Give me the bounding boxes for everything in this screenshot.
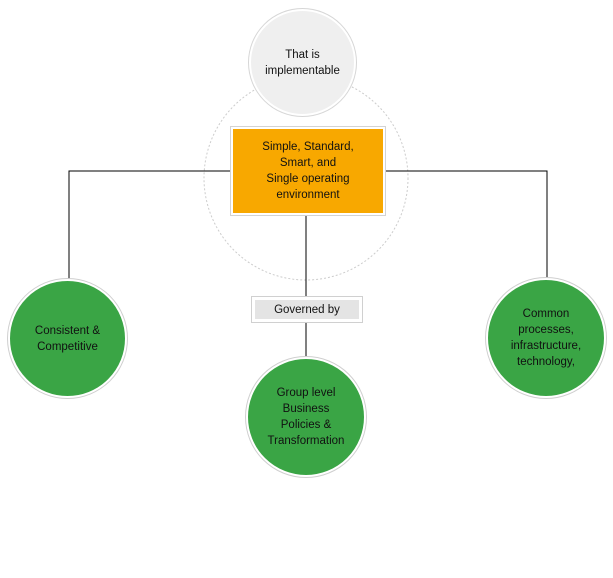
center-node-operating-environment: Simple, Standard, Smart, and Single oper… [231, 127, 385, 215]
top-node-label: That is implementable [265, 48, 340, 77]
top-node-implementable: That is implementable [249, 9, 356, 116]
connector-left [68, 170, 231, 279]
bottom-node-label: Group level Business Policies & Transfor… [267, 387, 345, 447]
governed-by-box: Governed by [252, 297, 362, 322]
center-node-label: Simple, Standard, Smart, and Single oper… [262, 141, 354, 201]
connector-right [385, 170, 548, 278]
right-node-common-processes: Common processes, infrastructure, techno… [486, 278, 606, 398]
governed-by-label: Governed by [274, 303, 340, 316]
bottom-node-group-policies: Group level Business Policies & Transfor… [246, 357, 366, 477]
dotted-ring [203, 75, 409, 281]
left-node-label: Consistent & Competitive [34, 324, 101, 353]
right-node-label: Common processes, infrastructure, techno… [510, 308, 582, 368]
left-node-consistent-competitive: Consistent & Competitive [8, 279, 127, 398]
